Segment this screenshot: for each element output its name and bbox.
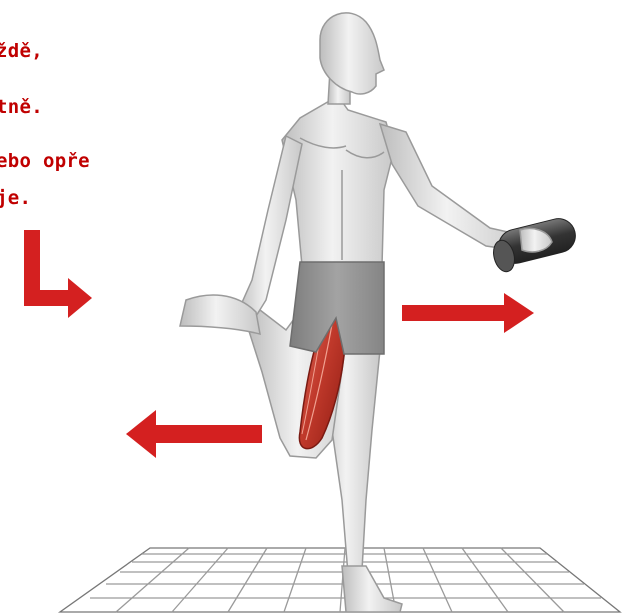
arrow-right-icon: [402, 293, 534, 333]
reaching-arm: [236, 136, 302, 326]
floor-grid: [60, 548, 620, 612]
head: [320, 13, 384, 104]
torso: [282, 96, 394, 266]
arrow-left-icon: [126, 410, 262, 458]
down-right-turn-arrow-icon: [24, 230, 92, 318]
